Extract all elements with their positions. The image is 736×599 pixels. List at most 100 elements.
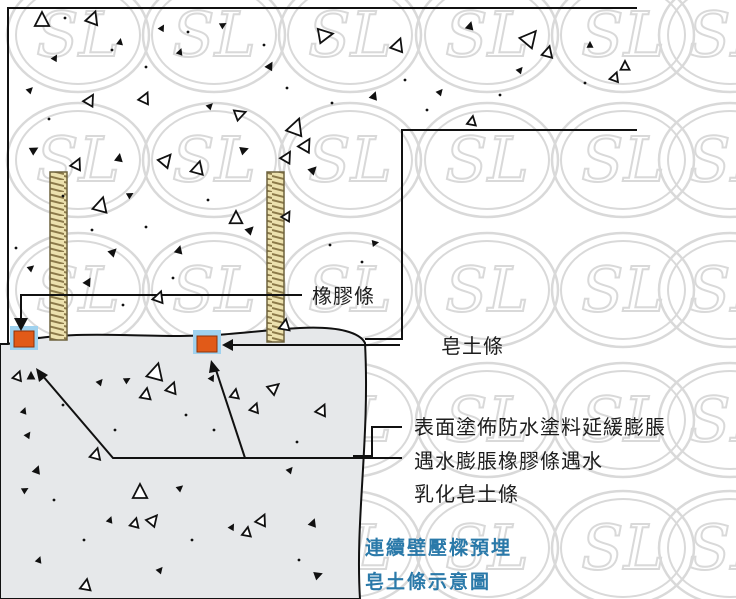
swelling-label-line-1: 遇水膨脹橡膠條遇水 <box>414 449 603 473</box>
watermark-logo: SL <box>550 489 696 599</box>
svg-text:SL: SL <box>172 0 256 71</box>
swelling-right-arrowhead <box>209 360 220 373</box>
svg-text:SL: SL <box>688 0 736 71</box>
bentonite-strip-left <box>13 330 35 348</box>
concrete-speck <box>186 30 190 34</box>
concrete-speck <box>61 194 65 198</box>
aggregate-stone <box>607 70 620 84</box>
concrete-speck <box>403 78 407 82</box>
aggregate-stone <box>307 166 317 176</box>
svg-text:SL: SL <box>445 383 529 456</box>
diagram-caption-line-1: 連續壁壓樑預埋 <box>365 537 513 559</box>
aggregate-stone <box>188 159 204 176</box>
swelling-label-leader <box>41 374 402 459</box>
concrete-speck <box>285 86 289 90</box>
watermark-logo: SL <box>657 101 736 219</box>
concrete-speck <box>184 413 188 417</box>
rubber-strip-arrowhead <box>14 318 28 331</box>
wall-outline <box>7 7 637 344</box>
watermark-logo: SL <box>657 489 736 599</box>
svg-text:SL: SL <box>688 383 736 456</box>
aggregate-stone <box>586 40 594 48</box>
aggregate-stone <box>107 248 117 258</box>
aggregate-stone <box>95 378 103 387</box>
concrete-speck <box>262 43 266 47</box>
watermark-logo: SL <box>657 231 736 349</box>
watermark-logo: SL <box>657 0 736 94</box>
bentonite-strip-label: 皂土條 <box>441 334 504 358</box>
aggregate-stone <box>253 512 266 528</box>
svg-text:SL: SL <box>688 511 736 584</box>
aggregate-stone <box>157 24 165 33</box>
concrete-speck <box>360 260 364 264</box>
watermark-logo: SL <box>550 101 696 219</box>
aggregate-stone <box>28 147 39 156</box>
aggregate-stone <box>81 93 94 109</box>
aggregate-stone <box>116 37 123 46</box>
rubber-strip-pointer <box>20 294 302 319</box>
aggregate-stone <box>232 109 248 123</box>
svg-text:SL: SL <box>308 123 392 196</box>
concrete-speck <box>113 428 117 432</box>
svg-text:SL: SL <box>172 253 256 326</box>
aggregate-stone <box>284 116 303 138</box>
aggregate-stone <box>435 88 443 97</box>
aggregate-stone <box>31 465 40 475</box>
aggregate-stone <box>371 240 380 247</box>
aggregate-stone <box>207 374 215 383</box>
aggregate-stone <box>83 9 99 27</box>
aggregate-stone <box>20 487 29 495</box>
watermark-logo: SL <box>141 101 287 219</box>
aggregate-stone <box>227 523 235 532</box>
watermark-logo: SL <box>414 489 560 599</box>
svg-text:SL: SL <box>445 253 529 326</box>
bentonite-strip-arrowhead <box>222 339 233 351</box>
concrete-speck <box>190 538 194 542</box>
svg-text:SL: SL <box>581 123 665 196</box>
svg-text:SL: SL <box>445 123 529 196</box>
swelling-left-arrowhead <box>36 368 48 382</box>
aggregate-stone <box>313 572 323 581</box>
concrete-speck <box>206 198 210 202</box>
aggregate-stone <box>156 153 172 170</box>
aggregate-stone <box>465 114 478 127</box>
concrete-speck <box>297 558 301 562</box>
watermark-logo: SL <box>414 361 560 479</box>
concrete-speck <box>110 48 114 52</box>
aggregate-stone <box>279 209 291 224</box>
swelling-right-arrow-line <box>215 369 246 459</box>
aggregate-stone <box>368 91 377 101</box>
concrete-speck <box>425 108 429 112</box>
aggregate-stone <box>78 577 92 592</box>
aggregate-stone <box>26 265 35 273</box>
aggregate-stone <box>19 407 27 415</box>
aggregate-stone <box>82 277 91 288</box>
aggregate-stone <box>25 87 33 95</box>
aggregate-stone <box>619 59 631 71</box>
aggregate-stone <box>131 482 149 499</box>
aggregate-stone <box>114 152 123 163</box>
aggregate-stone <box>10 369 23 383</box>
diagram-caption-line-2: 皂土條示意圖 <box>365 571 492 593</box>
bentonite-strip-center <box>196 335 218 353</box>
watermark-logo: SL <box>414 0 560 94</box>
aggregate-stone <box>517 29 538 51</box>
aggregate-stone <box>285 466 293 475</box>
aggregate-stone <box>244 226 254 236</box>
aggregate-stone <box>313 402 326 418</box>
aggregate-stone <box>34 556 42 564</box>
watermark-logo: SL <box>550 231 696 349</box>
concrete-speck <box>90 228 94 232</box>
svg-text:SL: SL <box>581 253 665 326</box>
aggregate-stone <box>240 525 253 538</box>
svg-text:SL: SL <box>36 0 120 71</box>
coating-label: 表面塗佈防水塗料延緩膨脹 <box>414 415 666 439</box>
concrete-speck <box>583 81 587 85</box>
aggregate-stone <box>144 513 159 529</box>
aggregate-stone <box>218 22 227 30</box>
concrete-speck <box>144 65 148 69</box>
aggregate-stone <box>539 44 554 59</box>
aggregate-stone <box>265 382 281 397</box>
svg-text:SL: SL <box>36 253 120 326</box>
